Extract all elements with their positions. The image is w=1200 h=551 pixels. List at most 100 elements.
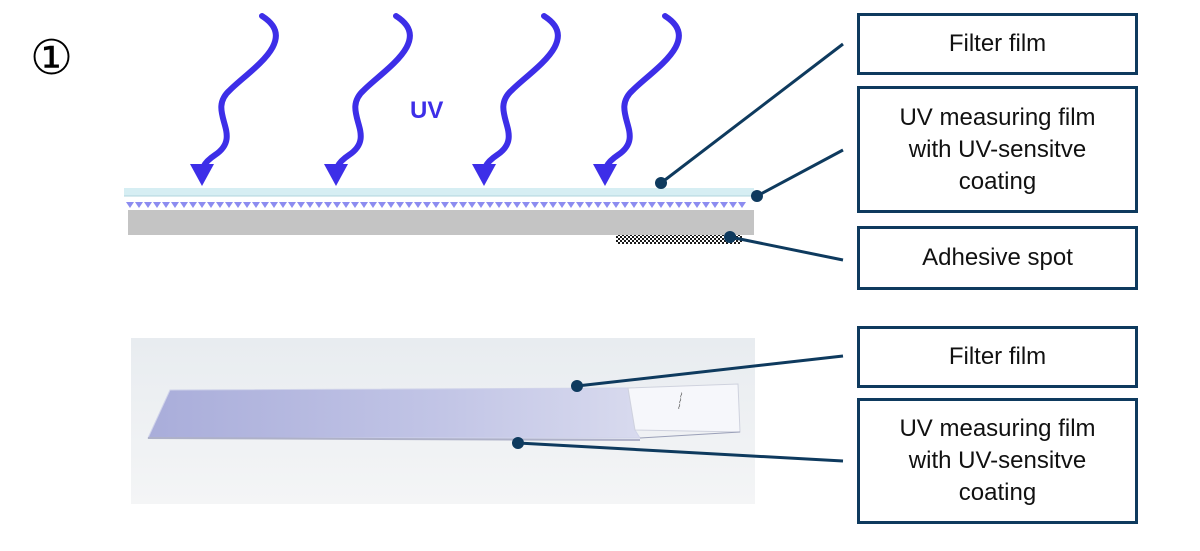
strip-printed-mark: ~~~ — [674, 391, 688, 410]
coating-dot — [621, 202, 629, 208]
substrate-layer — [128, 210, 754, 235]
uv-sensitive-coating — [126, 202, 746, 208]
coating-dot — [513, 202, 521, 208]
label-filter-film-photo: Filter film — [857, 326, 1138, 388]
coating-dot — [576, 202, 584, 208]
uv-arrowhead-2 — [324, 164, 348, 186]
coating-dot — [432, 202, 440, 208]
coating-dot — [315, 202, 323, 208]
uv-arrow-3 — [480, 13, 561, 181]
coating-dot — [441, 202, 449, 208]
coating-dot — [207, 202, 215, 208]
filter-film-layer — [124, 188, 754, 196]
product-photo: ~~~ — [131, 338, 755, 504]
coating-dot — [495, 202, 503, 208]
coating-dot — [135, 202, 143, 208]
coating-dot — [450, 202, 458, 208]
coating-dot — [504, 202, 512, 208]
uv-arrow-2 — [332, 13, 413, 181]
coating-dot — [540, 202, 548, 208]
coating-dot — [279, 202, 287, 208]
coating-dot — [720, 202, 728, 208]
coating-dot — [711, 202, 719, 208]
coating-dot — [549, 202, 557, 208]
uv-arrow-1 — [198, 13, 279, 181]
coating-dot — [297, 202, 305, 208]
uv-label: UV — [410, 97, 443, 124]
coating-dot — [342, 202, 350, 208]
coating-dot — [144, 202, 152, 208]
coating-dot — [648, 202, 656, 208]
coating-dot — [234, 202, 242, 208]
coating-dot — [414, 202, 422, 208]
coating-dot — [198, 202, 206, 208]
label-uv-film-photo: UV measuring film with UV-sensitve coati… — [857, 398, 1138, 524]
label-adhesive-spot: Adhesive spot — [857, 226, 1138, 290]
coating-dot — [252, 202, 260, 208]
coating-dot — [288, 202, 296, 208]
leader-lines — [517, 42, 844, 463]
leader-uv-film-photo — [517, 441, 844, 463]
coating-dot — [567, 202, 575, 208]
coating-dot — [405, 202, 413, 208]
coating-dot — [180, 202, 188, 208]
label-uv-film-top: UV measuring film with UV-sensitve coati… — [857, 86, 1138, 213]
coating-dot — [558, 202, 566, 208]
coating-dot — [387, 202, 395, 208]
coating-dot — [594, 202, 602, 208]
leader-uv-film-top — [756, 148, 844, 198]
coating-dot — [360, 202, 368, 208]
coating-dot — [126, 202, 134, 208]
measuring-strip — [148, 388, 640, 438]
label-filter-film-top: Filter film — [857, 13, 1138, 75]
uv-arrowhead-4 — [593, 164, 617, 186]
coating-dot — [324, 202, 332, 208]
coating-dot — [171, 202, 179, 208]
coating-dot — [225, 202, 233, 208]
coating-dot — [270, 202, 278, 208]
adhesive-spot — [616, 235, 742, 244]
coating-dot — [378, 202, 386, 208]
coating-dot — [612, 202, 620, 208]
uv-arrowhead-3 — [472, 164, 496, 186]
coating-dot — [738, 202, 746, 208]
coating-dot — [684, 202, 692, 208]
coating-dot — [477, 202, 485, 208]
step-marker: ① — [30, 30, 74, 86]
coating-dot — [603, 202, 611, 208]
coating-dot — [522, 202, 530, 208]
coating-dot — [675, 202, 683, 208]
coating-dot — [702, 202, 710, 208]
uv-arrowheads — [190, 164, 617, 186]
coating-dot — [261, 202, 269, 208]
coating-dot — [333, 202, 341, 208]
coating-dot — [486, 202, 494, 208]
coating-dot — [216, 202, 224, 208]
uv-arrow-4 — [601, 13, 682, 181]
coating-dot — [369, 202, 377, 208]
leader-dots — [512, 177, 763, 449]
coating-dot — [585, 202, 593, 208]
coating-dot — [639, 202, 647, 208]
uv-arrowhead-1 — [190, 164, 214, 186]
filter-layer-strip — [147, 387, 641, 439]
coating-dot — [531, 202, 539, 208]
coating-dot — [729, 202, 737, 208]
coating-dot — [306, 202, 314, 208]
coating-dot — [666, 202, 674, 208]
coating-dot — [189, 202, 197, 208]
coating-dot — [423, 202, 431, 208]
coating-dot — [351, 202, 359, 208]
coating-dot — [153, 202, 161, 208]
coating-dot — [459, 202, 467, 208]
coating-dot — [657, 202, 665, 208]
coating-dot — [693, 202, 701, 208]
leader-filter-film-top — [660, 42, 844, 185]
leader-adhesive — [729, 235, 844, 262]
coating-dot — [630, 202, 638, 208]
coating-dot — [396, 202, 404, 208]
layer-stack — [124, 188, 754, 244]
leader-filter-film-photo — [576, 354, 844, 388]
